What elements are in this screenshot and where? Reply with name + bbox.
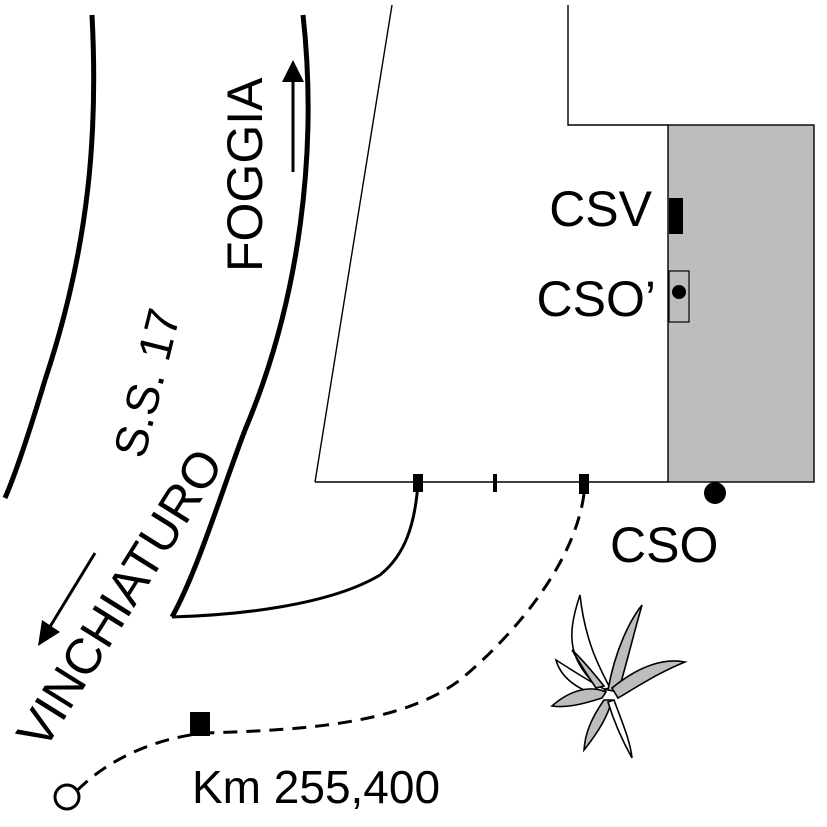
road-edge-west [2,14,97,499]
cso-label: CSO [610,517,718,573]
start-point-icon [53,783,81,811]
agave-plant-icon [550,594,688,759]
csv-label: CSV [549,181,652,237]
arrow-up-icon [282,60,304,172]
boundary-tick-2 [493,474,497,492]
kilometer-label: Km 255,400 [192,761,440,813]
direction-north-label: FOGGIA [217,77,273,272]
cso-point-icon [704,482,726,504]
cso-prime-label: CSO’ [537,271,656,327]
dashed-path [70,493,586,797]
site-boundary-west [314,4,393,483]
road-edge-east [169,14,311,619]
direction-south-label: VINCHIATURO [6,439,234,758]
building [667,124,815,483]
road-name-label: S.S. 17 [103,303,190,462]
csv-marker [669,198,683,234]
arrow-down-left-icon [38,552,97,646]
km-marker [190,712,210,736]
site-boundary-north [567,5,668,126]
boundary-tick-3 [579,474,589,494]
cso-prime-point [672,285,686,299]
access-road [171,482,420,619]
cso-prime-box [668,270,690,323]
boundary-tick-1 [413,474,423,492]
